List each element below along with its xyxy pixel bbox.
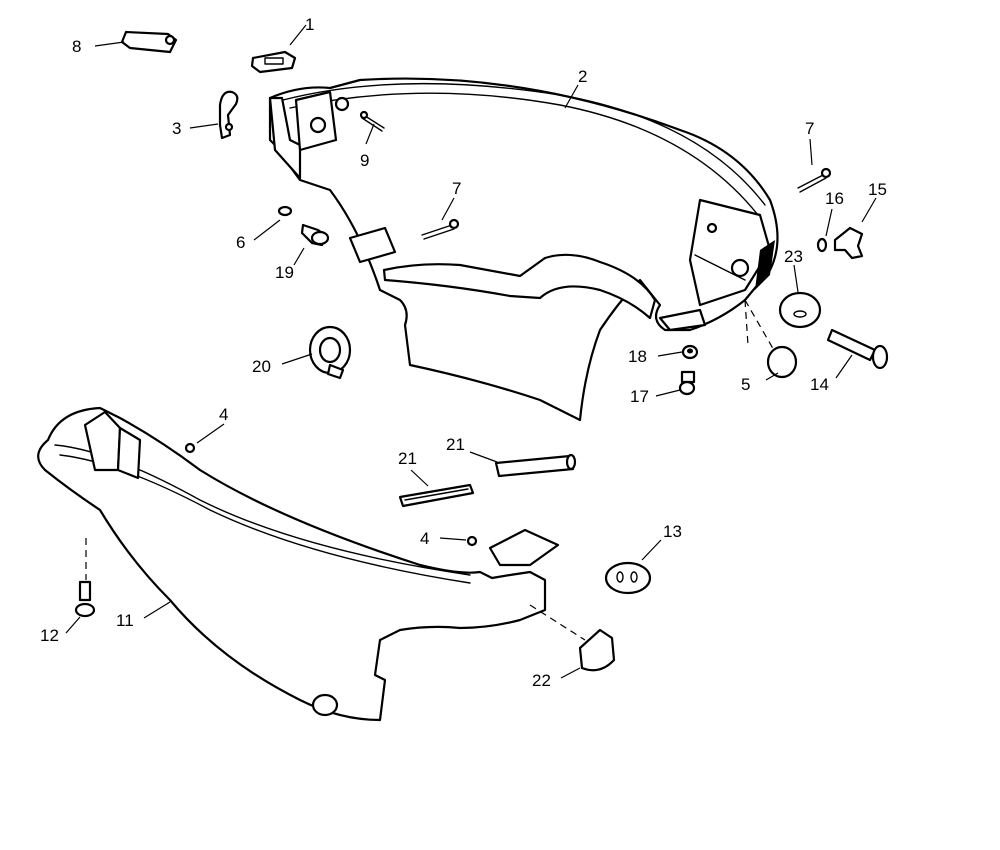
callout-16: 16: [825, 189, 844, 208]
screw-part-7-upper: [797, 167, 832, 193]
upper-cover-part: [268, 77, 779, 422]
lower-cover-part: [37, 406, 560, 722]
screw-part-17: [678, 370, 696, 396]
callout-12: 12: [40, 626, 59, 645]
strip-part-21-left: [398, 483, 475, 508]
callout-8: 8: [72, 37, 81, 56]
callout-18: 18: [628, 347, 647, 366]
callout-4-upper: 4: [219, 405, 228, 424]
screw-part-12: [74, 580, 96, 618]
pin-part-19: [300, 223, 330, 247]
latch-pin-part-14: [826, 328, 889, 370]
grommet-part-23: [778, 291, 822, 329]
screw-part-9: [359, 110, 385, 132]
callout-6: 6: [236, 233, 245, 252]
callout-labels: 1 2 3 4 4 5 6 7 7 8 9 11 12 13 14 15 16 …: [40, 15, 887, 690]
callout-19: 19: [275, 263, 294, 282]
callout-17: 17: [630, 387, 649, 406]
callout-5: 5: [741, 375, 750, 394]
bracket-part-15: [833, 226, 864, 260]
leader-lines: [65, 24, 877, 679]
cap-part-22: [578, 628, 616, 672]
latch-part-8: [120, 30, 178, 54]
callout-15: 15: [868, 180, 887, 199]
hook-part-3: [218, 90, 239, 140]
strip-part-21-right: [494, 453, 577, 478]
callout-2: 2: [578, 67, 587, 86]
washer-part-6: [277, 205, 293, 217]
grommet-part-13: [604, 561, 652, 595]
callout-4-lower: 4: [420, 529, 429, 548]
callout-11: 11: [116, 611, 134, 630]
nut-part-4-lower: [466, 535, 478, 547]
callout-1: 1: [305, 15, 314, 34]
callout-23: 23: [784, 247, 803, 266]
washer-part-16: [816, 237, 828, 253]
grommet-part-20: [308, 325, 352, 380]
callout-7-middle: 7: [452, 179, 461, 198]
callout-22: 22: [532, 671, 551, 690]
nut-part-4-upper: [184, 442, 196, 454]
callout-20: 20: [252, 357, 271, 376]
callout-9: 9: [360, 151, 369, 170]
callout-21-right: 21: [446, 435, 465, 454]
callout-14: 14: [810, 375, 829, 394]
alignment-lines: [85, 299, 776, 641]
screw-part-7-middle: [421, 218, 460, 240]
callout-7-upper: 7: [805, 119, 814, 138]
washer-part-18: [681, 344, 699, 360]
callout-3: 3: [172, 119, 181, 138]
clip-part-1: [250, 50, 297, 74]
plug-part-5: [766, 345, 798, 379]
callout-21-left: 21: [398, 449, 417, 468]
callout-13: 13: [663, 522, 682, 541]
